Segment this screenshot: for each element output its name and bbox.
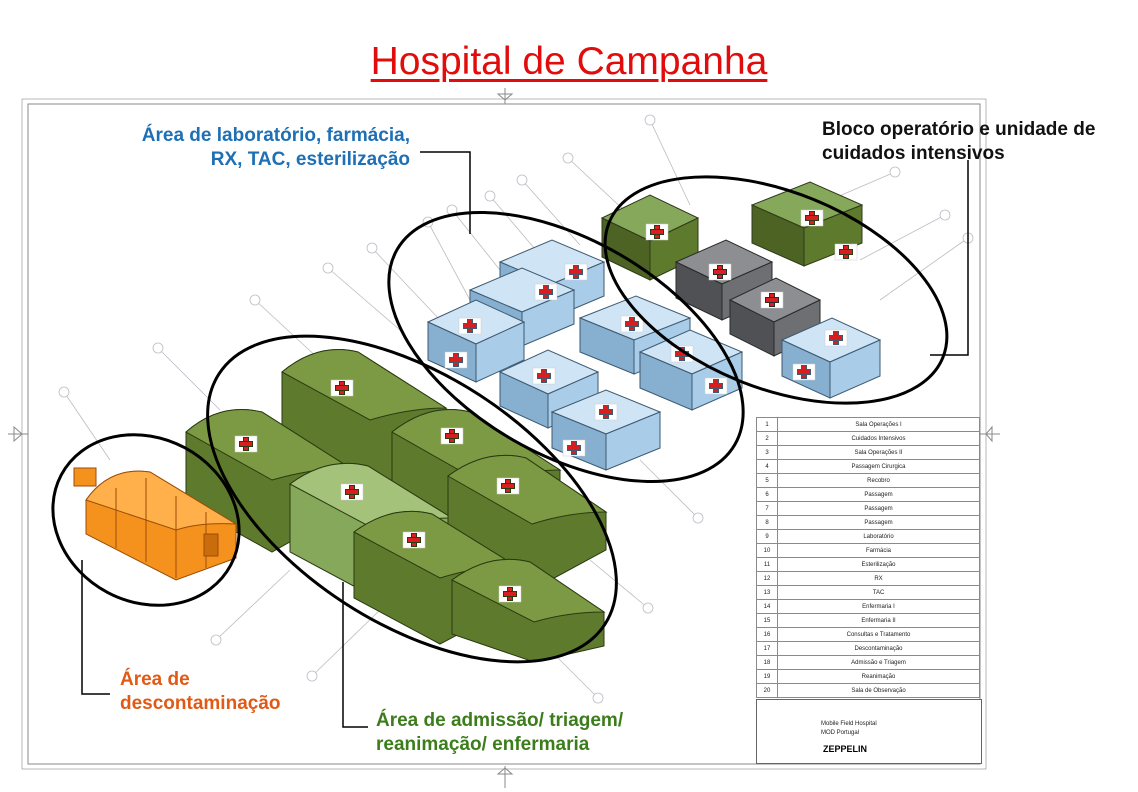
callout-laboratory: Área de laboratório, farmácia, RX, TAC, … bbox=[100, 124, 410, 172]
legend-number: 12 bbox=[756, 571, 778, 586]
laboratory-containers bbox=[426, 239, 744, 471]
legend-label: Esterilização bbox=[777, 557, 980, 572]
legend-number: 1 bbox=[756, 417, 778, 432]
legend-label: Sala Operações I bbox=[777, 417, 980, 432]
legend-label: TAC bbox=[777, 585, 980, 600]
tent-ward-6 bbox=[451, 558, 606, 663]
container-lab-3 bbox=[426, 299, 526, 383]
callout-connectors bbox=[81, 151, 969, 728]
legend-label: Reanimação bbox=[777, 669, 980, 684]
callout-decontamination-line2: descontaminação bbox=[120, 693, 281, 714]
legend-number: 9 bbox=[756, 529, 778, 544]
container-blue-or bbox=[780, 317, 882, 399]
legend-number: 15 bbox=[756, 613, 778, 628]
grouping-ellipses bbox=[51, 175, 949, 664]
legend-number: 10 bbox=[756, 543, 778, 558]
legend-number: 5 bbox=[756, 473, 778, 488]
legend-number: 2 bbox=[756, 431, 778, 446]
callout-admission-line2: reanimação/ enfermaria bbox=[376, 734, 590, 755]
legend-number: 14 bbox=[756, 599, 778, 614]
callout-operating-block-line2: cuidados intensivos bbox=[822, 143, 1005, 164]
legend-label: Passagem Cirurgica bbox=[777, 459, 980, 474]
legend-number: 19 bbox=[756, 669, 778, 684]
legend-number: 17 bbox=[756, 641, 778, 656]
container-lab-5 bbox=[638, 329, 744, 411]
legend-number: 6 bbox=[756, 487, 778, 502]
callout-laboratory-line1: Área de laboratório, farmácia, bbox=[141, 125, 410, 146]
legend-number: 20 bbox=[756, 683, 778, 698]
drawing-frame bbox=[8, 88, 1000, 788]
container-lab-7 bbox=[550, 389, 662, 471]
callout-operating-block: Bloco operatório e unidade de cuidados i… bbox=[822, 118, 1132, 166]
legend-number: 18 bbox=[756, 655, 778, 670]
ellipse-admission bbox=[206, 334, 618, 664]
legend-label: Sala Operações II bbox=[777, 445, 980, 460]
project-line2: MOD Portugal bbox=[821, 730, 860, 736]
company-logo: ZEPPELIN bbox=[823, 744, 868, 754]
ellipse-operating-block bbox=[603, 175, 949, 405]
container-or-1 bbox=[600, 194, 700, 281]
callout-decontamination-line1: Área de bbox=[120, 669, 190, 690]
legend-label: Farmácia bbox=[777, 543, 980, 558]
legend-label: Laboratório bbox=[777, 529, 980, 544]
legend-label: Enfermaria I bbox=[777, 599, 980, 614]
operating-block-containers bbox=[600, 181, 882, 399]
legend-number: 3 bbox=[756, 445, 778, 460]
callout-laboratory-line2: RX, TAC, esterilização bbox=[210, 149, 410, 170]
legend-label: Cuidados Intensivos bbox=[777, 431, 980, 446]
ward-tents bbox=[185, 349, 608, 663]
legend-number: 13 bbox=[756, 585, 778, 600]
legend-label: Consultas e Tratamento bbox=[777, 627, 980, 642]
legend-label: Passagem bbox=[777, 501, 980, 516]
ellipse-laboratory bbox=[387, 210, 745, 484]
decontamination-tent bbox=[73, 467, 237, 581]
title-block: Mobile Field Hospital MOD Portugal ZEPPE… bbox=[756, 699, 982, 764]
page-title: Hospital de Campanha bbox=[370, 40, 768, 83]
legend-label: Passagem bbox=[777, 515, 980, 530]
legend-label: Admissão e Triagem bbox=[777, 655, 980, 670]
legend-label: Sala de Observação bbox=[777, 683, 980, 698]
callout-admission-line1: Área de admissão/ triagem/ bbox=[376, 710, 624, 731]
ellipse-decontamination bbox=[51, 433, 241, 607]
legend-number: 16 bbox=[756, 627, 778, 642]
callout-admission: Área de admissão/ triagem/ reanimação/ e… bbox=[376, 709, 736, 757]
legend-number: 11 bbox=[756, 557, 778, 572]
title-block-project: Mobile Field Hospital MOD Portugal bbox=[821, 720, 877, 738]
legend-number: 8 bbox=[756, 515, 778, 530]
legend-label: Descontaminação bbox=[777, 641, 980, 656]
legend-number: 4 bbox=[756, 459, 778, 474]
project-line1: Mobile Field Hospital bbox=[821, 721, 877, 727]
legend-label: RX bbox=[777, 571, 980, 586]
legend-number: 7 bbox=[756, 501, 778, 516]
container-or-2 bbox=[750, 181, 864, 267]
callout-decontamination: Área de descontaminação bbox=[120, 668, 360, 716]
legend-label: Enfermaria II bbox=[777, 613, 980, 628]
legend-label: Recobro bbox=[777, 473, 980, 488]
callout-operating-block-line1: Bloco operatório e unidade de bbox=[822, 119, 1096, 140]
legend-label: Passagem bbox=[777, 487, 980, 502]
